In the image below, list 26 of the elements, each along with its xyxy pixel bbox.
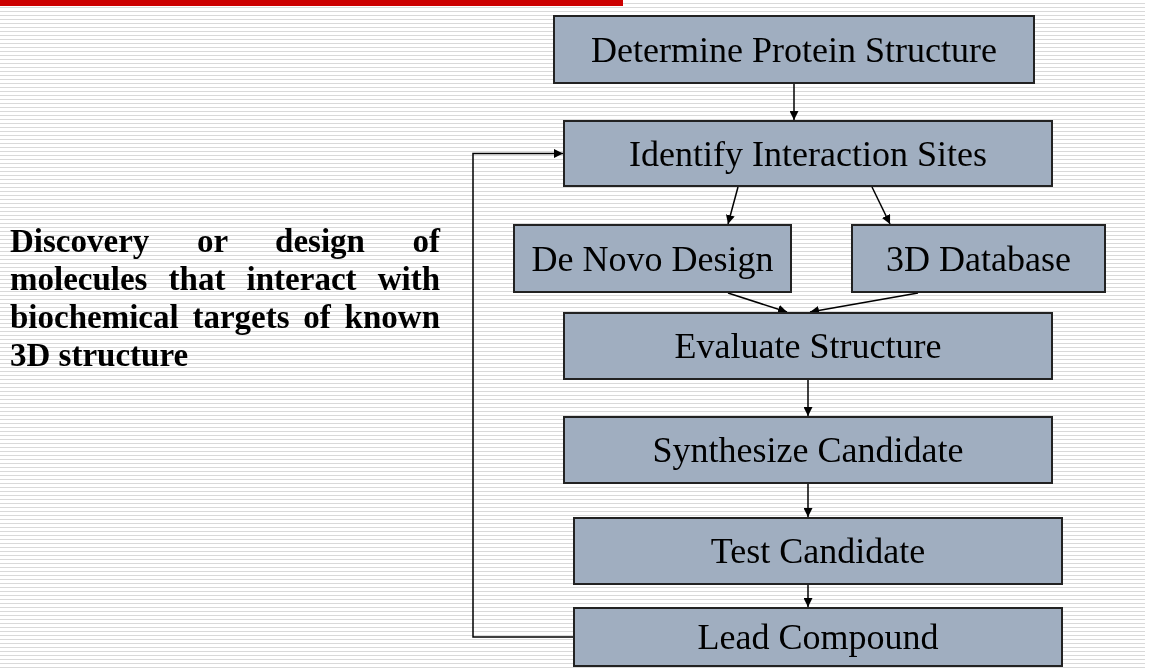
arrow <box>803 379 813 417</box>
arrow <box>789 83 799 121</box>
description-text: Discovery or design of molecules that interact with biochemical targets of known 3D structure <box>10 222 440 374</box>
box-label: Lead Compound <box>697 617 939 657</box>
box-label: 3D Database <box>886 238 1071 279</box>
box-label: De Novo Design <box>531 238 774 279</box>
process-box <box>553 15 1035 84</box>
arrow <box>727 292 788 314</box>
arrow <box>472 149 574 638</box>
box-label: Test Candidate <box>710 531 926 571</box>
process-box <box>573 607 1063 667</box>
box-label: Synthesize Candidate <box>652 430 964 470</box>
box-label: Identify Interaction Sites <box>629 133 987 174</box>
process-box <box>573 517 1063 585</box>
process-box <box>563 312 1053 380</box>
arrow <box>871 186 891 225</box>
process-box <box>563 120 1053 187</box>
arrow <box>803 483 813 518</box>
process-box <box>513 224 792 293</box>
process-box <box>563 416 1053 484</box>
arrow <box>803 584 813 608</box>
box-label: Determine Protein Structure <box>591 29 997 70</box>
box-label: Evaluate Structure <box>674 326 942 366</box>
arrow <box>809 292 919 315</box>
arrow <box>726 186 739 225</box>
process-box <box>851 224 1106 293</box>
